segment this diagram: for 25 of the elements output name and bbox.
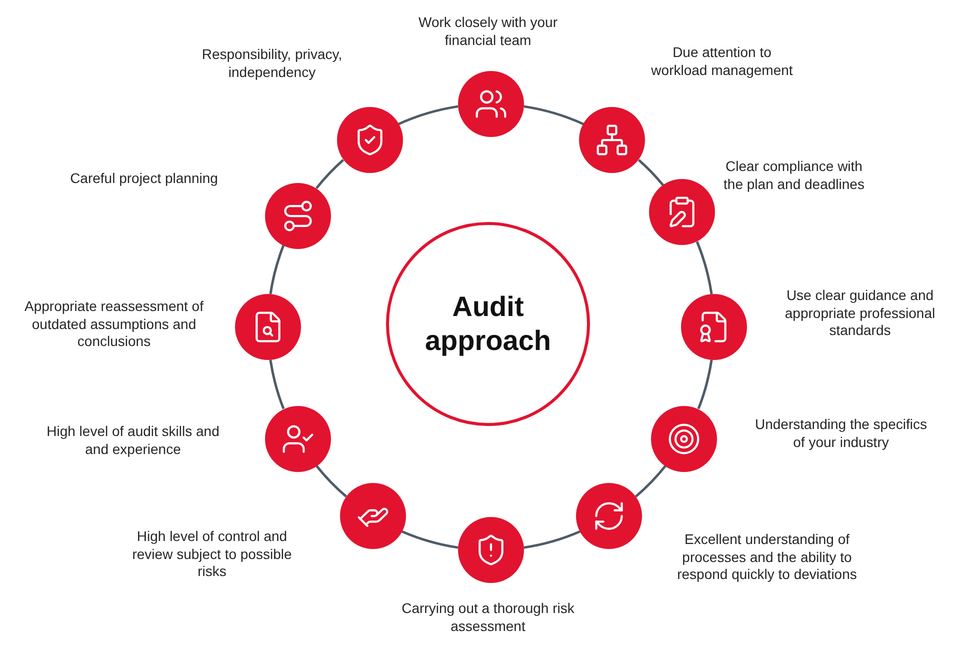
step-label: High level of control and review subject to possible risks: [131, 528, 293, 580]
step-label: Careful project planning: [70, 170, 218, 188]
step-label: Work closely with your financial team: [417, 14, 558, 49]
step-label: Clear compliance with the plan and deadlines: [722, 158, 866, 193]
step-label: Excellent understanding of processes and the ability to respond quickly to deviations: [676, 531, 858, 584]
step-label: Due attention to workload management: [650, 44, 794, 79]
ring-arc: [316, 464, 348, 498]
step-label: Appropriate reassessment of outdated assumptions and conclusions: [24, 298, 204, 350]
ring-arc: [269, 244, 285, 294]
ring-arc: [269, 360, 285, 410]
ring-arc: [697, 360, 713, 410]
ring-arc: [696, 241, 713, 294]
ring-arc: [634, 464, 666, 498]
ring-arc: [524, 530, 580, 549]
ring-arc: [402, 530, 458, 549]
ring-arc: [638, 159, 664, 186]
ring-arc: [524, 105, 584, 126]
step-label: High level of audit skills and and experience: [46, 423, 220, 458]
step-label: Use clear guidance and appropriate professional standards: [784, 287, 936, 340]
ring-arc: [398, 105, 458, 126]
center-title: Audit approach: [424, 290, 552, 358]
ring-arc: [315, 159, 344, 190]
step-label: Carrying out a thorough risk assessment: [400, 600, 576, 635]
step-label: Understanding the specifics of your industry: [754, 416, 928, 451]
step-label: Responsibility, privacy, independency: [200, 46, 344, 81]
